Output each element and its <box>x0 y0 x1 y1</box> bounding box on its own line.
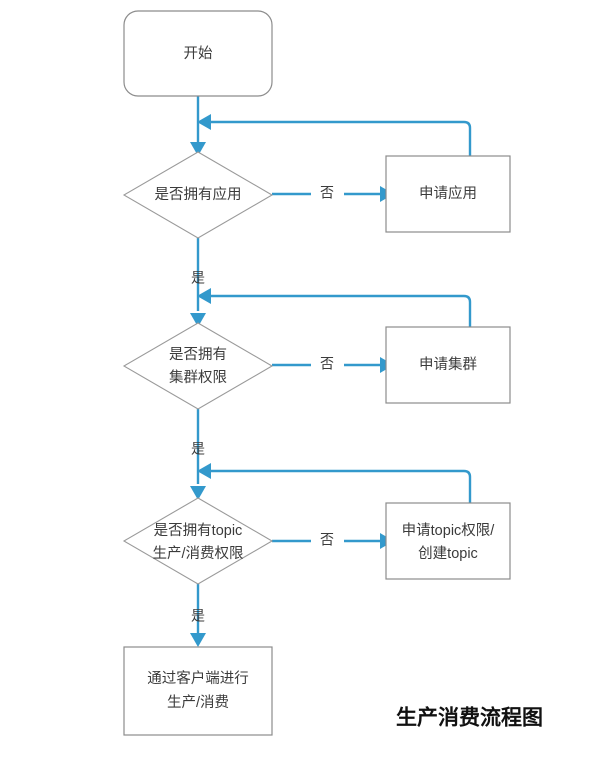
node-apply-app[interactable]: 申请应用 <box>385 155 511 233</box>
edge-line <box>211 469 472 503</box>
node-apply-cluster-label: 申请集群 <box>419 356 477 373</box>
node-apply-cluster-shape <box>385 326 511 404</box>
node-end-label-line1: 通过客户端进行 <box>147 670 249 687</box>
edge-label-no-topic: 否 <box>320 532 334 548</box>
node-apply-cluster[interactable]: 申请集群 <box>385 326 511 404</box>
arrowhead-down-icon <box>190 142 206 156</box>
edge-label-no-cluster: 否 <box>320 356 334 372</box>
edge-label-yes-topic: 是 <box>191 608 205 624</box>
edge-apply-app-feedback <box>197 114 472 156</box>
edge-decision-cluster-no: 否 <box>272 356 394 373</box>
edge-line <box>211 120 472 156</box>
arrowhead-left-icon <box>197 463 211 479</box>
node-decision-cluster-label-line1: 是否拥有 <box>169 346 227 363</box>
node-decision-app-shape <box>122 151 274 239</box>
edge-decision-cluster-yes: 是 <box>190 409 206 500</box>
node-decision-cluster[interactable]: 是否拥有 集群权限 <box>122 322 274 410</box>
edge-line <box>211 294 472 327</box>
node-apply-app-shape <box>385 155 511 233</box>
edge-label-no-app: 否 <box>320 185 334 201</box>
node-decision-topic-label-line2: 生产/消费权限 <box>152 545 243 562</box>
edge-apply-cluster-feedback <box>197 288 472 327</box>
arrowhead-down-icon <box>190 633 206 647</box>
node-apply-topic-label-line2: 创建topic <box>418 545 478 562</box>
node-decision-app-label: 是否拥有应用 <box>155 185 242 203</box>
arrowhead-down-icon <box>190 486 206 500</box>
node-decision-topic[interactable]: 是否拥有topic 生产/消费权限 <box>122 497 274 585</box>
diagram-caption: 生产消费流程图 <box>396 706 543 730</box>
node-decision-cluster-shape <box>122 322 274 410</box>
node-end-produce-consume[interactable]: 通过客户端进行 生产/消费 <box>123 646 273 736</box>
node-end-shape <box>123 646 273 736</box>
node-apply-topic[interactable]: 申请topic权限/ 创建topic <box>385 502 511 580</box>
edge-decision-app-no: 否 <box>272 185 394 202</box>
edge-decision-app-yes: 是 <box>190 238 206 327</box>
arrowhead-left-icon <box>197 114 211 130</box>
node-end-label-line2: 生产/消费 <box>167 694 229 711</box>
node-decision-cluster-label-line2: 集群权限 <box>169 369 227 386</box>
node-apply-topic-shape <box>385 502 511 580</box>
edge-label-yes-cluster: 是 <box>191 441 205 457</box>
node-apply-topic-label-line1: 申请topic权限/ <box>402 522 496 539</box>
node-decision-topic-shape <box>122 497 274 585</box>
node-start[interactable]: 开始 <box>123 10 273 97</box>
node-start-label: 开始 <box>184 45 213 62</box>
edge-apply-topic-feedback <box>197 463 472 503</box>
arrowhead-left-icon <box>197 288 211 304</box>
edge-label-yes-app: 是 <box>191 270 205 286</box>
edge-start-to-decision-app <box>190 96 206 156</box>
node-decision-topic-label-line1: 是否拥有topic <box>154 522 243 539</box>
node-apply-app-label: 申请应用 <box>419 184 477 202</box>
node-start-shape <box>123 10 273 97</box>
edge-decision-topic-yes: 是 <box>190 583 206 647</box>
node-decision-app[interactable]: 是否拥有应用 <box>122 151 274 239</box>
arrowhead-down-icon <box>190 313 206 327</box>
edge-decision-topic-no: 否 <box>272 532 394 549</box>
